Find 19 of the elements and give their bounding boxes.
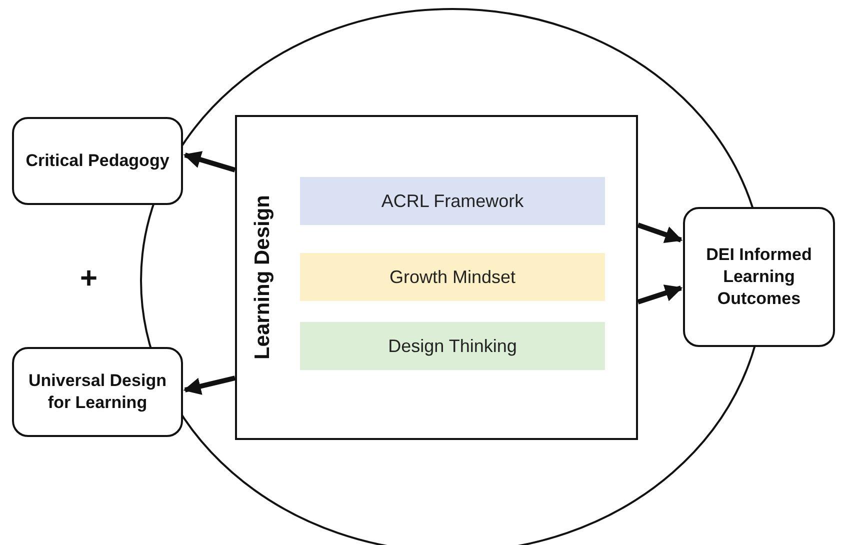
node-label: DEI Informed Learning Outcomes [705, 244, 813, 310]
arrow [637, 284, 683, 304]
node-label: Universal Design for Learning [28, 370, 168, 414]
node-label: Critical Pedagogy [26, 150, 170, 172]
color-band [300, 322, 605, 370]
process-box [12, 117, 183, 205]
container-box [235, 115, 638, 440]
color-band [300, 177, 605, 225]
arrow [183, 151, 236, 172]
process-box [683, 207, 835, 347]
arrow [183, 376, 236, 395]
node-label: Growth Mindset [389, 266, 516, 288]
plus-sign: + [80, 262, 98, 296]
process-box [12, 347, 183, 437]
node-label: Design Thinking [388, 336, 517, 356]
color-band [300, 253, 605, 301]
arrow [637, 222, 683, 244]
node-label: ACRL Framework [381, 190, 524, 212]
group-title: Learning Design [251, 195, 275, 360]
